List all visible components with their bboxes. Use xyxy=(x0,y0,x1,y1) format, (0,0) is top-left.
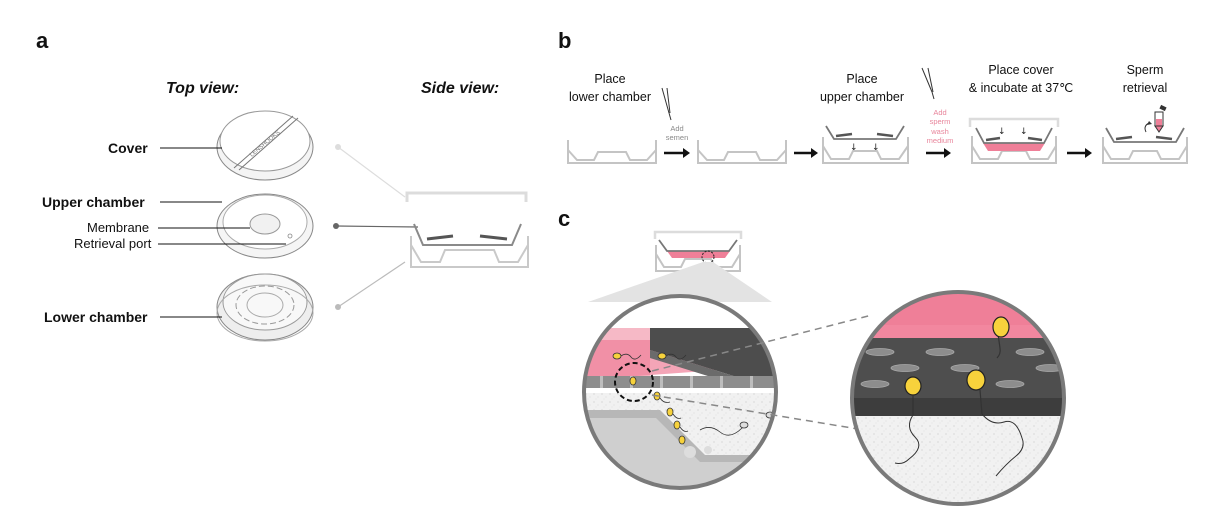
lower-chamber-disc xyxy=(216,273,314,342)
tube-icon xyxy=(1144,104,1167,133)
add-medium-line1: Add xyxy=(933,108,947,117)
arrow-step-4 xyxy=(1067,148,1092,158)
upper-chamber-label: Upper chamber xyxy=(42,194,145,210)
step-3-line2: & incubate at 37℃ xyxy=(968,81,1074,96)
step-1-line2: lower chamber xyxy=(569,90,651,105)
arrow-step-2 xyxy=(794,148,818,158)
add-medium-note: Add sperm wash medium xyxy=(923,108,957,146)
lower-chamber-label: Lower chamber xyxy=(44,309,148,325)
step-1-line1: Place xyxy=(594,72,626,86)
dish-4-covered-incubating: ↓ ↓ xyxy=(968,117,1060,164)
cover-label: Cover xyxy=(108,140,148,156)
upper-chamber-disc xyxy=(216,193,314,259)
step-2-line2: upper chamber xyxy=(819,90,905,105)
arrow-step-3 xyxy=(926,148,951,158)
step-4-line2: retrieval xyxy=(1122,81,1168,96)
down-arrow-icon: ↓ xyxy=(998,127,1006,137)
sperm-cells-right xyxy=(894,316,1024,477)
side-view-title: Side view: xyxy=(421,80,500,97)
dish-5-retrieval xyxy=(1102,127,1188,164)
zoom-connector-top xyxy=(651,314,873,372)
step-place-cover-incubate: Place cover & incubate at 37℃ xyxy=(956,61,1086,97)
retrieval-port-label: Retrieval port xyxy=(74,236,152,251)
pipette-icon-medium xyxy=(921,67,935,100)
pipette-icon-semen xyxy=(661,87,672,121)
dish-3-upper-chamber: ↓ ↓ xyxy=(822,125,909,164)
membrane-label: Membrane xyxy=(87,220,150,235)
dish-2-with-semen xyxy=(697,140,787,164)
arrow-step-1 xyxy=(664,148,690,158)
top-to-side-connectors xyxy=(333,144,419,310)
add-medium-line2: sperm xyxy=(929,117,951,127)
down-arrow-icon: ↓ xyxy=(850,143,858,153)
step-place-upper-chamber: Place upper chamber xyxy=(812,70,912,106)
step-place-lower-chamber: Place lower chamber xyxy=(560,70,660,106)
down-arrow-icon: ↓ xyxy=(1020,127,1028,137)
add-medium-line3: wash xyxy=(931,126,949,136)
panel-c-letter: c xyxy=(558,206,571,231)
highlight-circle xyxy=(614,362,654,402)
panel-b-letter: b xyxy=(558,28,572,53)
step-4-line1: Sperm xyxy=(1126,63,1164,77)
zoom-circle-left xyxy=(584,296,776,488)
zoom-cone-left xyxy=(588,262,772,302)
add-semen-line1: Add xyxy=(670,124,684,133)
sperm-cells-left xyxy=(612,352,775,445)
add-semen-note: Add semen xyxy=(660,124,694,143)
top-view-title: Top view: xyxy=(166,80,240,97)
down-arrow-icon: ↓ xyxy=(872,143,880,153)
add-semen-line2: semen xyxy=(665,133,689,143)
zoom-circle-left-border xyxy=(582,294,778,490)
step-3-line1: Place cover xyxy=(988,63,1054,77)
side-view-stack xyxy=(405,191,529,268)
step-sperm-retrieval: Sperm retrieval xyxy=(1105,61,1185,97)
zoom-circle-right-border xyxy=(850,290,1066,506)
step-2-line1: Place xyxy=(846,72,878,86)
panel-a-letter: a xyxy=(36,28,49,53)
add-medium-line4: medium xyxy=(926,136,954,146)
dish-1-lower-chamber xyxy=(567,140,657,164)
cover-disc: LENSHOOKS xyxy=(216,110,314,181)
panel-a-leader-lines xyxy=(158,147,286,318)
